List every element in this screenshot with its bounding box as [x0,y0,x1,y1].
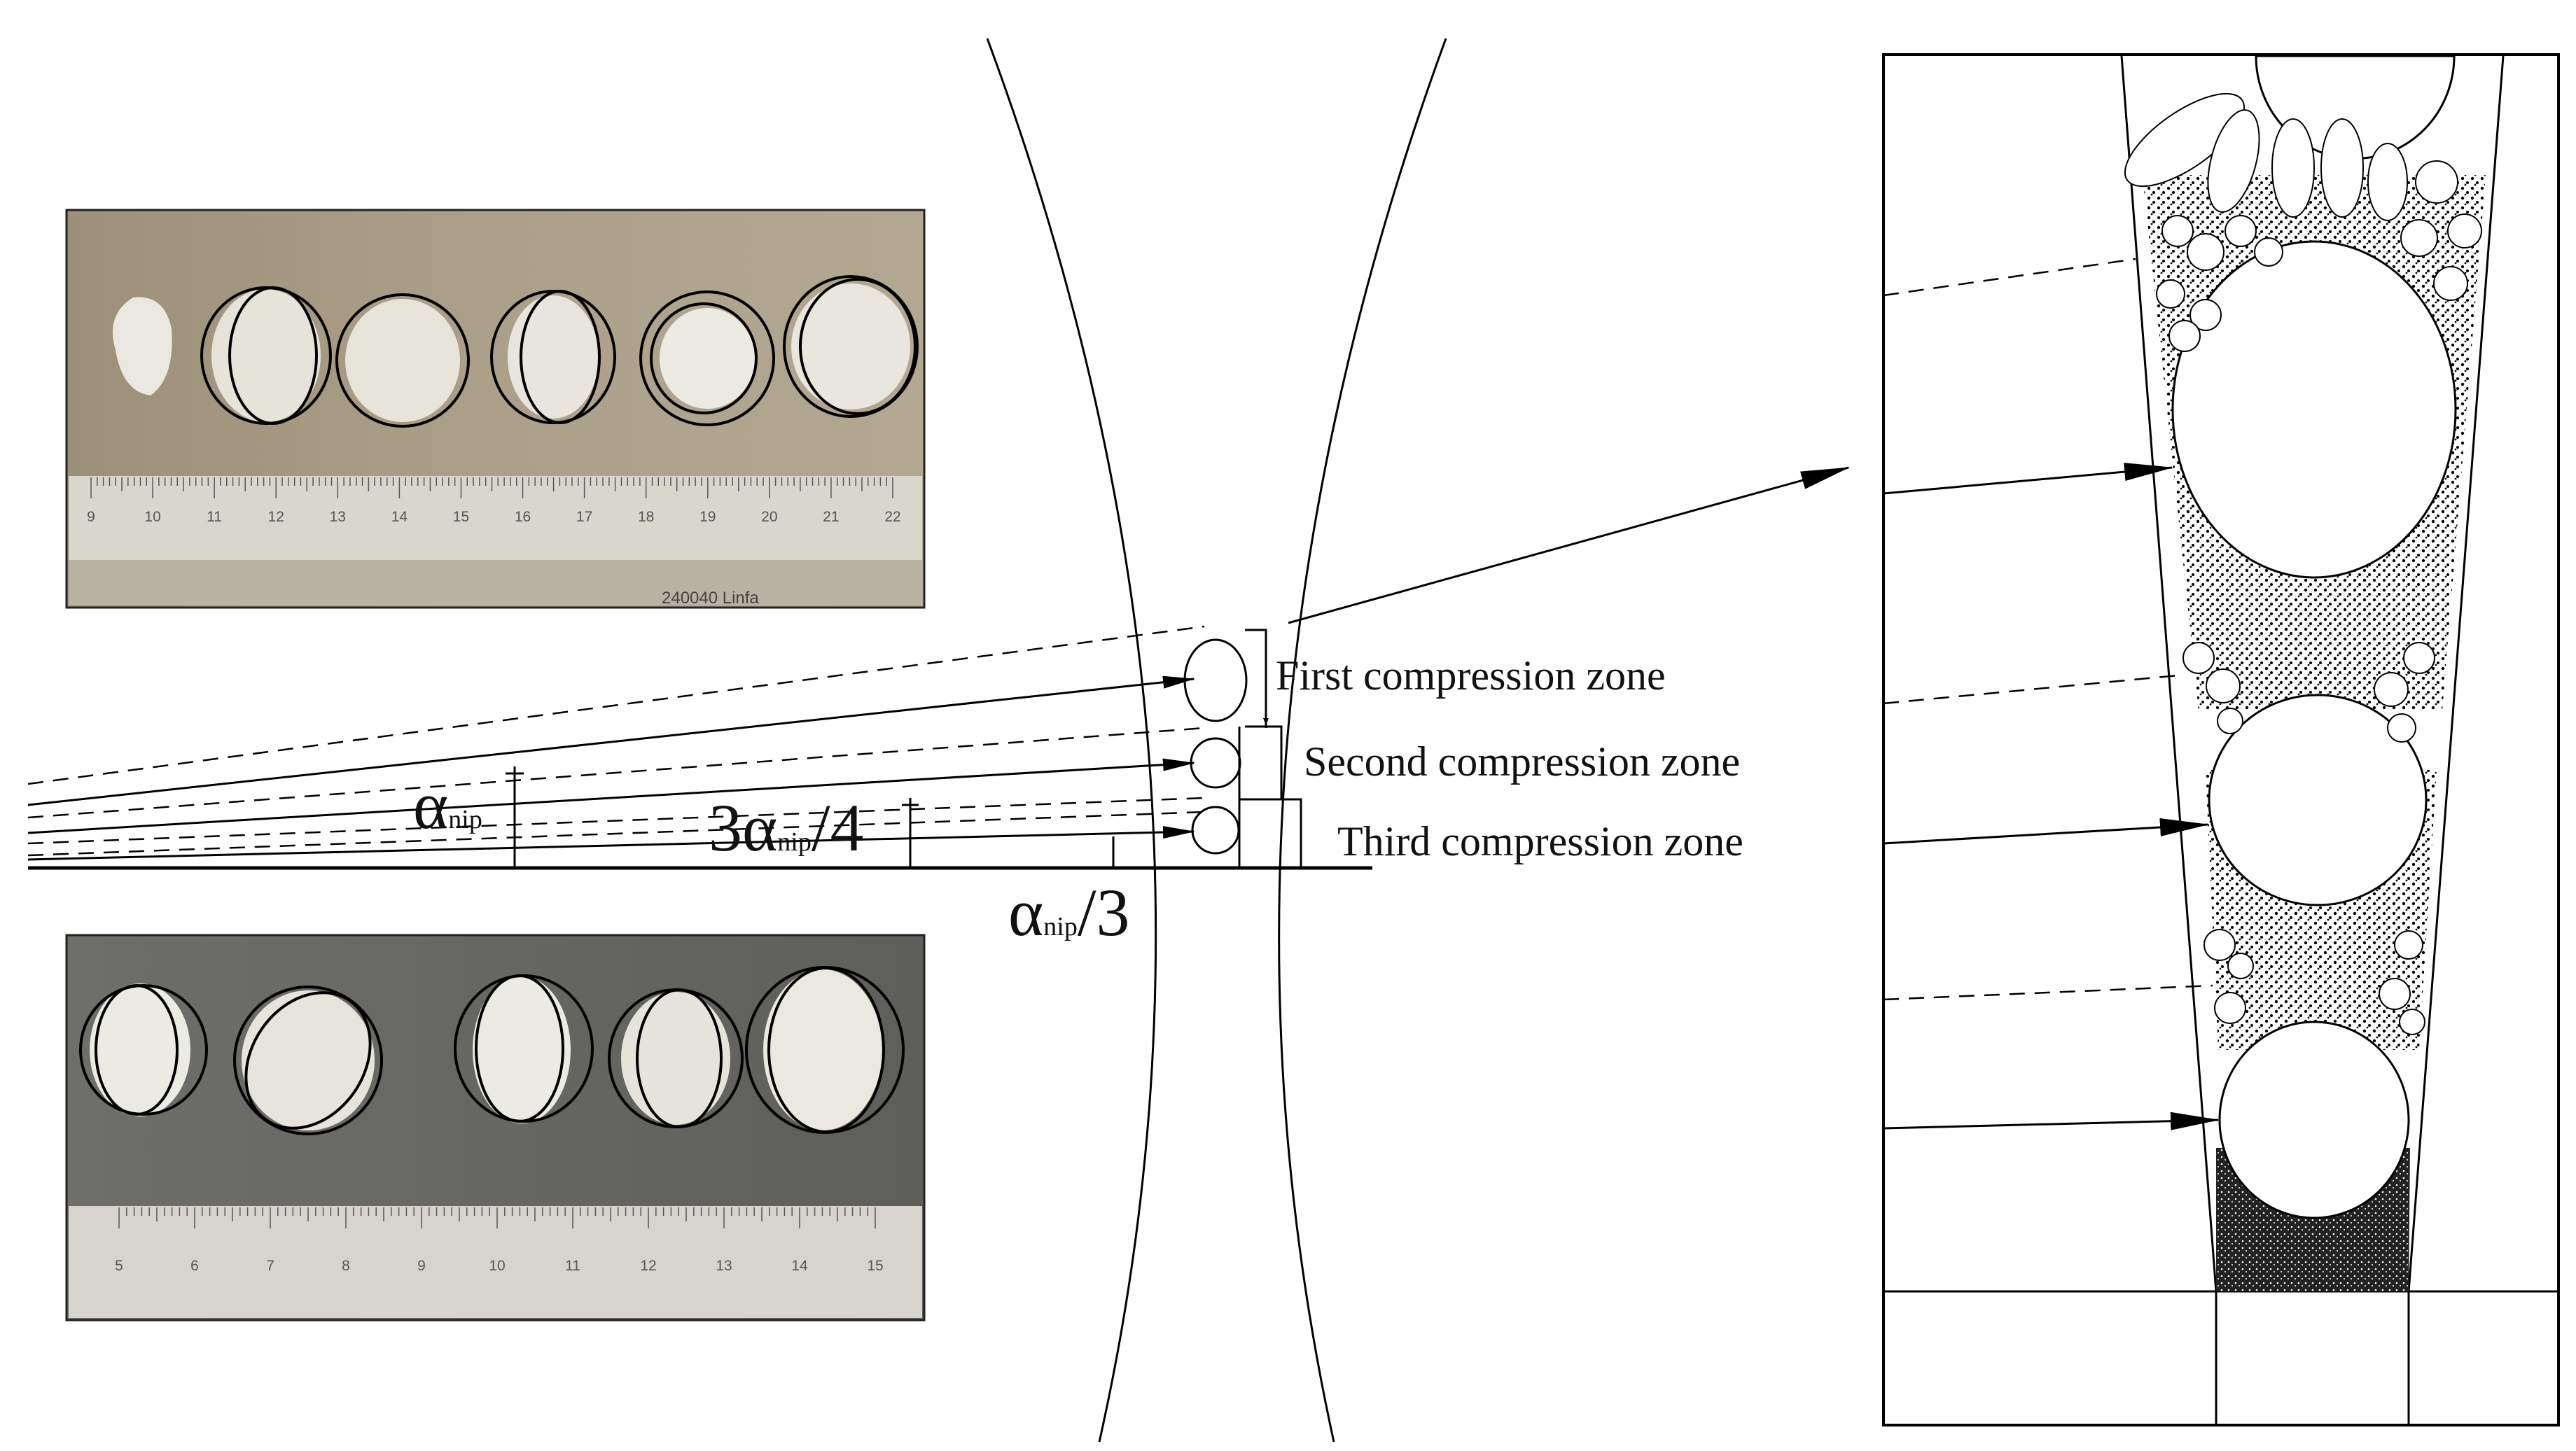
ruler-number: 13 [716,1258,732,1274]
solid-ray-mag [1883,463,2173,495]
roller-gap-schematic [27,38,1850,1443]
label-three-quarter-alpha: 3αnip/4 [709,790,864,865]
fit-ellipse [475,974,564,1123]
solid-ray [27,675,1195,806]
fit-ellipse [799,278,917,415]
ruler-bottom [69,1206,922,1318]
fit-circle [639,290,775,426]
stone [621,992,730,1125]
ruler-number: 22 [884,509,900,525]
zone-bracket-third [1239,798,1302,868]
fit-circle [233,986,383,1135]
dashed-ray [27,797,1205,845]
fit-circle [335,293,470,428]
zone-bracket-second [1245,725,1283,799]
dashed-ray-mag [1883,258,2136,297]
ruler-number: 19 [699,509,716,525]
fit-circle [783,275,919,418]
ruler-number: 18 [638,509,654,525]
label-first-zone: First compression zone [1276,652,1666,699]
ruler-number: 15 [867,1258,883,1274]
dashed-ray [27,625,1205,785]
large-particle-3 [2218,1021,2410,1219]
magnify-arrow [1288,466,1850,624]
ruler-top [69,476,922,560]
magnified-view [1882,53,2560,1427]
ruler-bottom-numbers: 5 6 7 8 9 10 11 12 13 14 15 [115,1258,884,1274]
ruler-number: 10 [144,509,160,525]
stone [660,308,755,409]
stone [791,283,910,409]
medium-particles [2124,92,2482,1035]
solid-ray-mag [1883,1112,2220,1130]
ruler-number: 16 [515,509,531,525]
ruler-number: 5 [115,1258,123,1274]
ruler-number: 10 [489,1258,505,1274]
ruler-number: 17 [576,509,592,525]
fit-ellipse [650,302,758,414]
ruler-brand: 240040 Linfa [662,589,759,608]
ruler-number: 9 [417,1258,426,1274]
stone [763,969,882,1130]
ruler-number: 14 [791,1258,808,1274]
ruler-number: 6 [190,1258,199,1274]
photo-bottom: 5 6 7 8 9 10 11 12 13 14 15 [65,934,926,1322]
fit-ellipse [636,988,723,1128]
dashed-ray [27,811,1205,857]
magnified-frame [1882,53,2560,1427]
ruler-number: 8 [342,1258,350,1274]
ruler-number: 14 [391,509,408,525]
ruler-number: 12 [640,1258,656,1274]
dashed-ray-mag [1883,984,2213,1001]
stone [211,289,321,422]
label-alpha-nip: αnip [413,768,482,843]
particle-second [1190,737,1241,789]
photo-top: 9 10 11 12 13 14 15 16 17 18 19 20 21 22 240040 Linfa [65,209,926,609]
label-third-zone: Third compression zone [1337,818,1743,864]
stones-top [112,275,919,428]
stone [90,983,190,1116]
fit-ellipse [244,991,372,1130]
label-second-zone: Second compression zone [1304,738,1740,785]
stone [242,990,375,1130]
stone [473,976,571,1123]
roller-left-boundary [986,38,1157,1443]
large-particle-1 [2171,240,2457,579]
large-particle-2 [2208,694,2428,906]
ruler-top-ticks [90,477,893,498]
solid-ray [27,826,1195,861]
solid-ray [27,758,1195,834]
fit-ellipse [767,967,885,1133]
fit-ellipse [520,290,601,424]
particle-first [1183,638,1248,722]
ruler-number: 21 [823,509,839,525]
ruler-number: 15 [453,509,469,525]
ruler-top-numbers: 9 10 11 12 13 14 15 16 17 18 19 20 21 22 [87,509,901,525]
stones-bottom [79,966,905,1135]
fit-ellipse [228,286,318,425]
ruler-number: 11 [207,509,222,525]
ruler-number: 20 [761,509,777,525]
fit-ellipse [95,984,179,1116]
solid-ray-mag [1883,818,2209,845]
roller-right-boundary [1278,38,1447,1443]
zone-bracket-first [1245,629,1267,728]
stone [112,297,172,395]
ruler-number: 7 [266,1258,274,1274]
ruler-number: 9 [87,509,95,525]
stone [345,299,460,422]
particle-third [1191,806,1240,855]
ruler-bottom-ticks [118,1207,876,1228]
ruler-number: 11 [565,1258,580,1274]
label-one-third-alpha: αnip/3 [1008,875,1130,950]
dashed-ray [27,727,1205,819]
ruler-number: 13 [330,509,346,525]
dashed-ray-mag [1883,674,2178,705]
stone [508,295,599,419]
ruler-number: 12 [268,509,284,525]
